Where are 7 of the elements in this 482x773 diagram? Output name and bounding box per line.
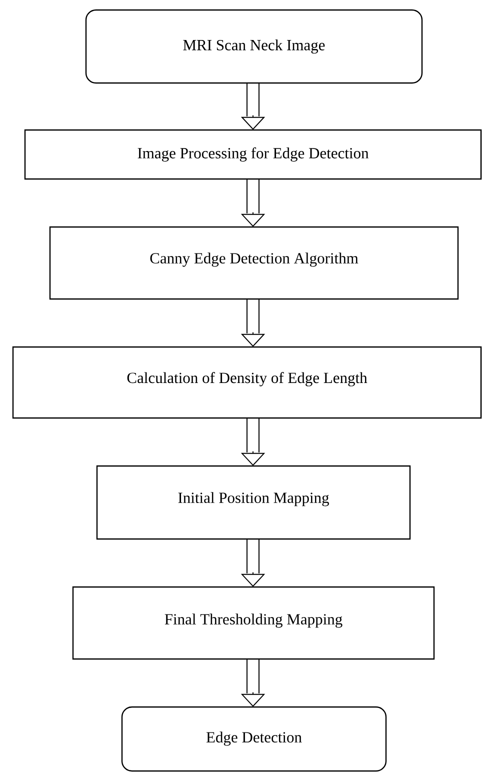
process-box: Calculation of Density of Edge Length bbox=[12, 346, 482, 419]
process-box: Initial Position Mapping bbox=[96, 465, 411, 540]
process-box: Canny Edge Detection Algorithm bbox=[49, 226, 459, 300]
terminal-box: Edge Detection bbox=[121, 706, 387, 772]
terminal-box: MRI Scan Neck Image bbox=[85, 9, 423, 84]
process-box: Image Processing for Edge Detection bbox=[24, 129, 482, 180]
process-box: Final Thresholding Mapping bbox=[72, 586, 435, 660]
